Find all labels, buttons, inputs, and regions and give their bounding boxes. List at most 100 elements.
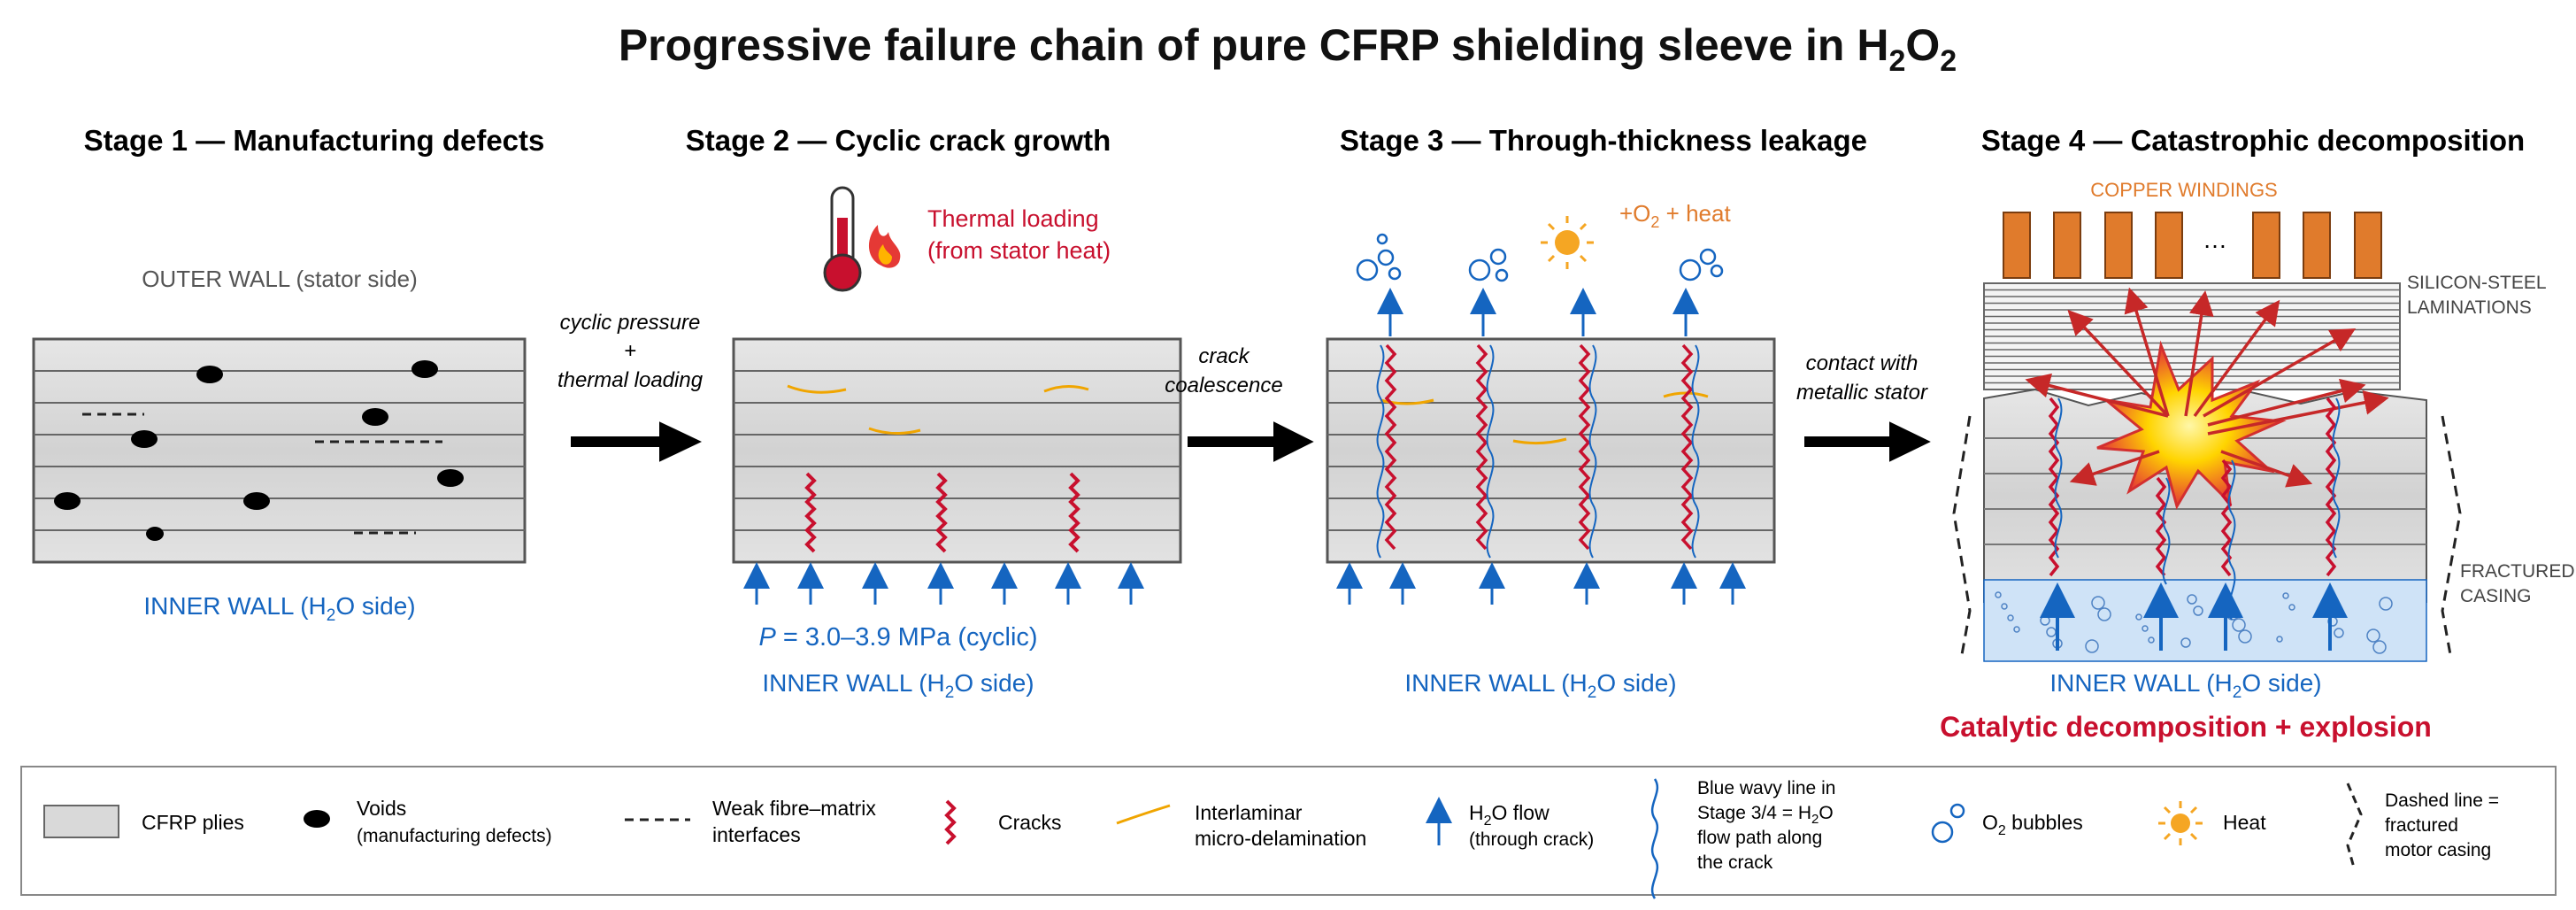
cfrp-laminate <box>1326 337 1776 564</box>
h2o2-bubble <box>2180 637 2191 648</box>
legend-flow-label: H2O flow <box>1469 801 1549 829</box>
transition-3-label: contact with <box>1806 351 1919 375</box>
inner-wall-label: INNER WALL (H2O side) <box>1404 669 1676 702</box>
fractured-casing-dashes <box>1952 415 2462 660</box>
legend-heat-label: Heat <box>2223 811 2266 834</box>
stage2-heading: Stage 2 — Cyclic crack growth <box>686 124 1111 157</box>
silicon-steel-label-2: LAMINATIONS <box>2407 297 2532 318</box>
copper-windings-label: COPPER WINDINGS <box>2090 179 2277 201</box>
gas-heat-label: +O2 + heat <box>1619 200 1731 231</box>
legend-cracks-label: Cracks <box>998 811 1062 834</box>
legend-wavy-label: Blue wavy line in <box>1697 778 1835 798</box>
fractured-casing-label-2: CASING <box>2460 586 2532 606</box>
h2o2-bubble <box>2366 629 2380 643</box>
transition-3: contact with metallic stator <box>1796 351 1931 462</box>
flame-icon <box>868 225 901 268</box>
legend-voids-sub: (manufacturing defects) <box>357 826 552 846</box>
legend-weak-label-2: interfaces <box>712 823 801 846</box>
stage1-panel: OUTER WALL (stator side) INNER WALL (H2O… <box>32 266 527 625</box>
weak-interfaces <box>82 413 442 535</box>
h2o2-bubble <box>2085 639 2099 653</box>
inner-wall-label: INNER WALL (H2O side) <box>2049 669 2321 702</box>
legend-flow-sub: (through crack) <box>1469 829 1594 850</box>
h2o2-flow-arrows <box>2040 582 2348 651</box>
voids <box>54 360 464 541</box>
void <box>243 492 270 510</box>
diagram-title: Progressive failure chain of pure CFRP s… <box>619 20 1957 78</box>
legend-dashed-label-3: motor casing <box>2385 840 2491 860</box>
h2o2-bubble <box>2334 628 2344 638</box>
h2o2-bubble <box>2193 605 2203 616</box>
micro-delaminations <box>787 384 1089 435</box>
h2o2-bubble <box>2091 596 2105 610</box>
silicon-steel-label: SILICON-STEEL <box>2407 273 2547 293</box>
transition-2-label: crack <box>1198 344 1250 368</box>
legend-bubbles-icon <box>1931 803 1965 844</box>
transition-2-label-2: coalescence <box>1165 374 1282 397</box>
outer-wall-label: OUTER WALL (stator side) <box>142 266 418 292</box>
heat-icon <box>1541 216 1594 269</box>
legend-wavy-line-icon <box>1650 778 1659 899</box>
legend-voids-label: Voids <box>357 797 406 820</box>
legend-dashed-label-2: fractured <box>2385 815 2458 836</box>
through-cracks <box>1376 343 1700 559</box>
transition-1-label-2: thermal loading <box>557 368 704 392</box>
void <box>54 492 81 510</box>
h2o2-bubble <box>2232 618 2246 632</box>
legend-delamination-icon <box>1116 804 1171 825</box>
transition-arrow <box>1804 421 1931 462</box>
h2o2-bubble <box>2135 613 2142 621</box>
h2o2-bubble <box>2007 614 2014 621</box>
void <box>362 408 388 426</box>
outcome-label: Catalytic decomposition + explosion <box>1940 711 2432 743</box>
legend-delam-label-2: micro-delamination <box>1195 827 1366 850</box>
legend-wavy-label-4: the crack <box>1697 852 1773 873</box>
copper-windings <box>2003 212 2382 279</box>
inner-wall-label: INNER WALL (H2O side) <box>762 669 1034 702</box>
void <box>411 360 438 378</box>
legend-crack-icon <box>944 799 957 845</box>
legend-ply-swatch <box>43 805 119 838</box>
transition-1: cyclic pressure + thermal loading <box>557 311 704 462</box>
stage3-heading: Stage 3 — Through-thickness leakage <box>1340 124 1867 157</box>
thermal-loading-label: Thermal loading <box>927 205 1099 232</box>
transition-3-label-2: metallic stator <box>1796 381 1928 405</box>
h2o2-pressure-arrows <box>743 562 1144 605</box>
inner-wall-label: INNER WALL (H2O side) <box>143 592 415 625</box>
legend-void-icon <box>304 810 330 828</box>
void <box>131 430 158 448</box>
stage1-heading: Stage 1 — Manufacturing defects <box>84 124 545 157</box>
legend-heat-icon <box>2158 801 2203 845</box>
h2o2-bubble <box>2097 607 2111 621</box>
h2o2-bubble <box>2148 636 2155 644</box>
transition-1-plus: + <box>624 339 636 363</box>
h2o2-bubble <box>2276 636 2283 643</box>
legend-dashed-casing-icon <box>2346 783 2363 868</box>
pressure-label: P = 3.0–3.9 MPa (cyclic) <box>758 623 1037 652</box>
legend-bubbles-label: O2 bubbles <box>1982 811 2083 838</box>
h2o2-bubble <box>2013 626 2020 633</box>
h2o2-bubble <box>2187 594 2197 605</box>
explosion-rays <box>2025 287 2389 488</box>
h2o2-bubble <box>2238 629 2252 644</box>
h2o2-pool <box>1983 579 2427 662</box>
legend-box <box>20 766 2557 896</box>
legend-delam-label: Interlaminar <box>1195 801 1303 824</box>
h2o2-bubble <box>2288 604 2295 611</box>
thermal-loading-source: (from stator heat) <box>927 237 1111 264</box>
legend-plies-label: CFRP plies <box>142 811 244 834</box>
transition-arrow <box>571 421 703 462</box>
micro-delaminations <box>1380 391 1709 445</box>
legend-dashed-label: Dashed line = <box>2385 790 2499 811</box>
stage4-panel: COPPER WINDINGS … SILICON-STEEL LAMINATI… <box>1940 179 2574 743</box>
fractured-casing-label: FRACTURED <box>2460 561 2575 582</box>
transition-1-label: cyclic pressure <box>560 311 701 335</box>
legend-wavy-label-3: flow path along <box>1697 828 1822 848</box>
h2o2-bubble <box>1995 591 2002 598</box>
h2o2-flow-arrows <box>1336 288 1746 605</box>
void <box>437 469 464 487</box>
transition-arrow <box>1188 421 1314 462</box>
o2-bubbles <box>1356 233 1724 282</box>
h2o2-bubble <box>2142 625 2149 632</box>
